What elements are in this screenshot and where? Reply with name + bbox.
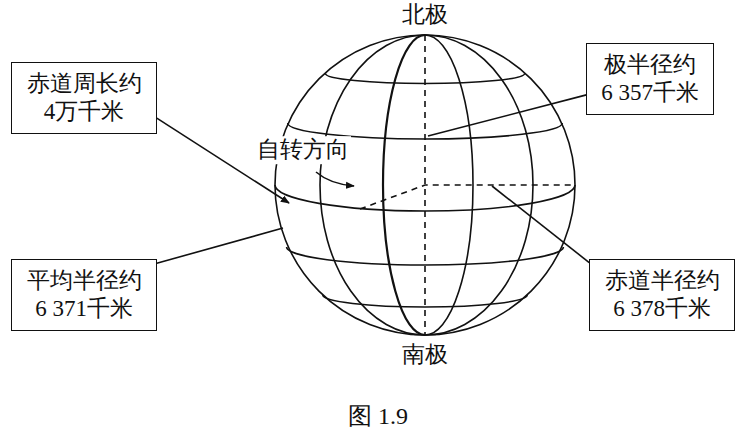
meridian <box>320 35 425 335</box>
label-box: 赤道半径约 6 378千米 <box>589 259 735 331</box>
box-text: 平均半径约 6 371千米 <box>24 267 144 323</box>
equator-radius-dashed <box>360 185 575 209</box>
leader-line <box>428 95 586 136</box>
globe-label: 北极 <box>400 1 450 29</box>
figure-caption: 图 1.9 <box>346 402 410 431</box>
label-box: 平均半径约 6 371千米 <box>11 259 157 331</box>
earth-axis <box>424 35 426 335</box>
leader-line <box>492 186 589 263</box>
leader-line <box>157 228 283 263</box>
globe-label: 南极 <box>400 341 450 369</box>
equator-front <box>275 185 575 211</box>
box-text: 赤道半径约 6 378千米 <box>602 267 722 323</box>
globe-outline <box>275 35 575 335</box>
box-text: 赤道周长约 4万千米 <box>24 70 144 126</box>
svg-part <box>275 35 575 335</box>
box-text: 极半径约 6 357千米 <box>599 51 700 107</box>
meridian <box>383 35 425 335</box>
label-box: 赤道周长约 4万千米 <box>11 62 157 134</box>
rotation-arrow <box>316 172 354 186</box>
label-box: 极半径约 6 357千米 <box>586 43 713 115</box>
globe-label: 自转方向 <box>255 136 351 164</box>
